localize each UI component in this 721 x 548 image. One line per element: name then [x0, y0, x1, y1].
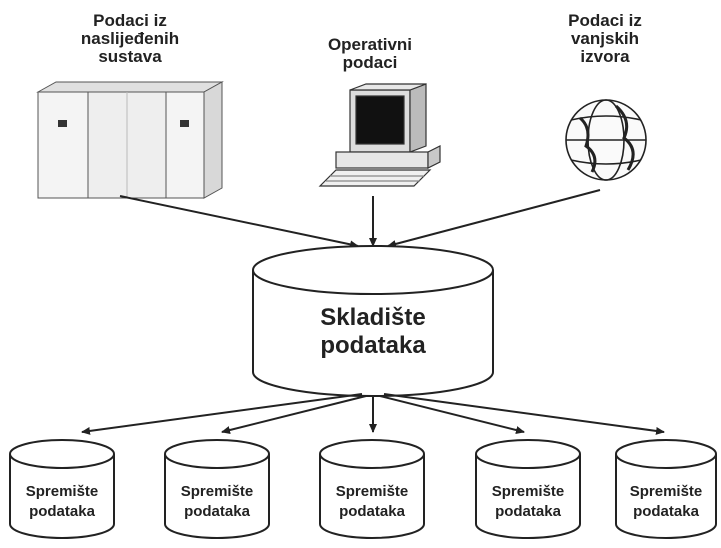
mart-label-1: Spremište podataka: [25, 483, 99, 520]
mart-label-3: Spremište podataka: [335, 483, 409, 520]
server-cabinet-icon: [36, 81, 224, 199]
warehouse-cylinder: [252, 245, 494, 397]
mart-cylinder-3: [319, 439, 425, 539]
mart-label-4: Spremište podataka: [491, 483, 565, 520]
mart-arrows: [81, 393, 665, 435]
mart-cylinder-4: [475, 439, 581, 539]
warehouse-label: Skladište podataka: [320, 304, 426, 359]
arrow-external-to-warehouse: [387, 189, 601, 248]
mart-label-5: Spremište podataka: [629, 483, 703, 520]
source-label-external: Podaci iz vanjskih izvora: [568, 11, 642, 66]
arrow-to-mart-2: [221, 395, 367, 434]
mart-cylinder-1: [9, 439, 115, 539]
mart-cylinders: [9, 439, 717, 539]
globe-icon: [565, 99, 647, 181]
mart-label-2: Spremište podataka: [180, 483, 254, 520]
mart-cylinder-5: [615, 439, 717, 539]
mart-cylinder-2: [164, 439, 270, 539]
arrow-legacy-to-warehouse: [119, 195, 359, 249]
arrow-to-mart-5: [383, 393, 665, 435]
arrow-to-mart-1: [81, 393, 363, 435]
source-label-legacy: Podaci iz naslijeđenih sustava: [80, 11, 180, 66]
arrow-to-mart-4: [379, 395, 525, 434]
source-arrows: [119, 189, 601, 249]
desktop-computer-icon: [318, 83, 441, 187]
source-label-operational: Operativni podaci: [327, 35, 413, 72]
